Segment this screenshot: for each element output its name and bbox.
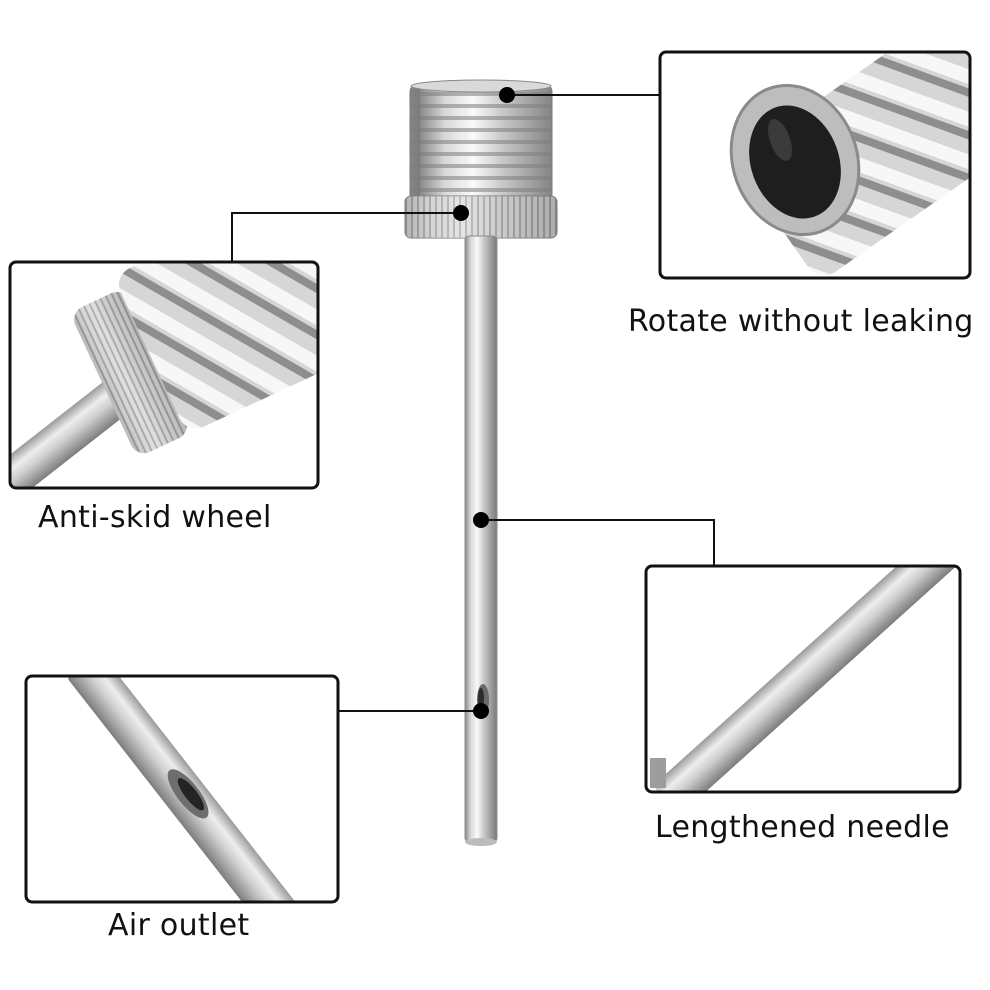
needle-shaft <box>464 235 498 843</box>
dot-wheel <box>453 205 469 221</box>
dot-outlet <box>473 703 489 719</box>
callout-lines <box>231 94 715 712</box>
callout-dots <box>453 87 515 719</box>
dot-shaft <box>473 512 489 528</box>
caption-rotate-without-leaking: Rotate without leaking <box>628 304 974 339</box>
threaded-head <box>409 83 553 203</box>
dot-head <box>499 87 515 103</box>
detail-frame-anti-skid <box>8 260 320 490</box>
detail-frame-rotate <box>658 50 972 280</box>
caption-anti-skid-wheel: Anti-skid wheel <box>38 500 272 535</box>
detail-frame-air-outlet <box>24 674 340 904</box>
caption-lengthened-needle: Lengthened needle <box>655 810 950 845</box>
detail-frame-needle <box>644 564 962 794</box>
needle-product <box>404 79 558 846</box>
caption-air-outlet: Air outlet <box>108 908 250 943</box>
